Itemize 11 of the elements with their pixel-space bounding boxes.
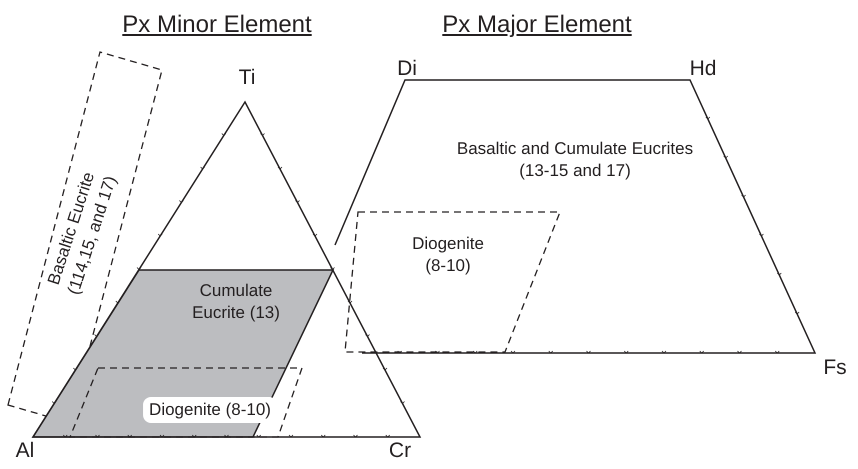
vertex-label: Hd — [690, 57, 716, 81]
vertex-label: Cr — [388, 439, 412, 463]
region-label: Diogenite (8-10) — [411, 232, 485, 277]
region-label: Basaltic and Cumulate Eucrites (13-15 and 17) — [456, 138, 694, 182]
vertex-label: Ti — [238, 66, 256, 90]
panel-heading: Px Major Element — [442, 11, 632, 39]
vertex-label: Al — [16, 439, 34, 463]
panel-heading: Px Minor Element — [122, 11, 312, 39]
vertex-label: Fs — [823, 356, 847, 380]
region-label: Cumulate Eucrite (13) — [191, 280, 281, 324]
vertex-label: Di — [397, 57, 417, 81]
